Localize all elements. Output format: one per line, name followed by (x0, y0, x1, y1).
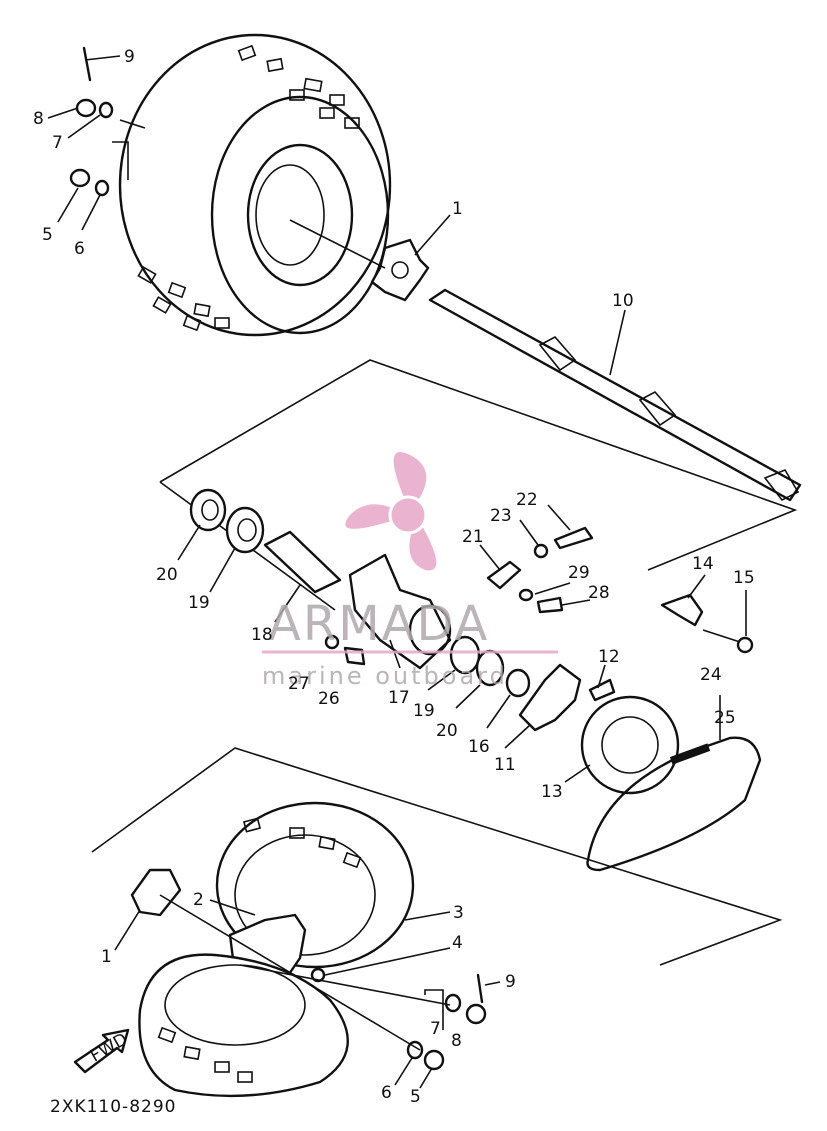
callout: 24 (700, 665, 722, 685)
callout: 23 (490, 506, 512, 526)
middle-leader-lines (177, 504, 747, 783)
callout: 10 (612, 291, 634, 311)
callout: 19 (413, 701, 435, 721)
callout: 17 (388, 688, 410, 708)
callout: 26 (318, 689, 340, 709)
armada-watermark: ARMADA marine outboard (262, 452, 558, 690)
top-small-parts (69, 46, 146, 197)
forward-direction-arrow: FWD (73, 1028, 131, 1074)
callout: 4 (452, 933, 463, 953)
callout: 28 (588, 583, 610, 603)
callout: 9 (124, 47, 135, 67)
callout: 13 (541, 782, 563, 802)
bottom-small-parts (130, 868, 487, 1071)
bottom-leader-lines (114, 894, 501, 1089)
axle-shaft-10 (428, 288, 802, 502)
callout: 5 (410, 1087, 421, 1107)
callout: 14 (692, 554, 714, 574)
callout: 12 (598, 647, 620, 667)
propeller-logo (345, 452, 437, 571)
callout: 21 (462, 527, 484, 547)
callout: 5 (42, 225, 53, 245)
callout: 20 (156, 565, 178, 585)
callout: 19 (188, 593, 210, 613)
callout: 27 (288, 674, 310, 694)
callout: 18 (251, 625, 273, 645)
top-leader-lines (47, 55, 626, 376)
callout-labels: 9 8 7 5 6 1 10 22 23 21 20 19 18 29 28 1… (33, 47, 755, 1107)
callout: 8 (451, 1031, 462, 1051)
callout: 8 (33, 109, 44, 129)
middle-assembly-outline (159, 359, 798, 571)
callout: 25 (714, 708, 736, 728)
callout: 20 (436, 721, 458, 741)
callout: 3 (453, 903, 464, 923)
callout: 11 (494, 755, 516, 775)
callout: 1 (452, 199, 463, 219)
callout: 29 (568, 563, 590, 583)
top-hub-1 (370, 238, 430, 302)
watermark-brand: ARMADA (268, 596, 489, 652)
bottom-wheel-tire (138, 801, 415, 1098)
callout: 7 (52, 133, 63, 153)
callout: 6 (74, 239, 85, 259)
bottom-assembly-outline (91, 747, 783, 966)
middle-parts (189, 488, 762, 872)
callout: 7 (430, 1019, 441, 1039)
callout: 16 (468, 737, 490, 757)
callout: 1 (101, 947, 112, 967)
part-code: 2XK110-8290 (50, 1097, 176, 1117)
callout: 6 (381, 1083, 392, 1103)
callout: 15 (733, 568, 755, 588)
callout: 2 (193, 890, 204, 910)
callout: 22 (516, 490, 538, 510)
callout: 9 (505, 972, 516, 992)
top-wheel-tire (118, 33, 392, 337)
watermark-tagline: marine outboard (262, 662, 508, 690)
